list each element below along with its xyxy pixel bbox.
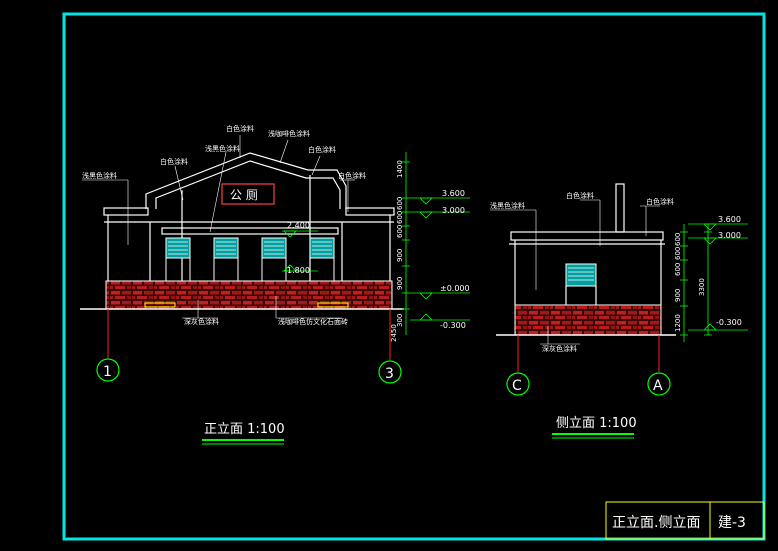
front-axis-right: 3 [385, 366, 394, 382]
vent-icon [309, 237, 335, 259]
front-dim-0: 1400 [396, 160, 404, 178]
side-dim-2: 600 [674, 263, 682, 276]
side-elev-base: -0.300 [716, 318, 742, 327]
front-cornice-right [345, 207, 395, 216]
front-dim-6: 300 [396, 314, 404, 327]
front-elev-ground: ±0.000 [440, 284, 470, 293]
label-light-green-upper: 浅黑色涂料 [205, 144, 240, 153]
title-block-sheet-number: 建-3 [718, 515, 746, 531]
side-elevation [509, 183, 665, 305]
side-axis-right: A [653, 378, 663, 394]
side-elev-eave: 3.000 [718, 231, 741, 240]
front-dim-2: 600 [396, 211, 404, 224]
side-dim-1: 600 [674, 247, 682, 260]
front-dim-4: 900 [396, 249, 404, 262]
front-dimension-lines [282, 152, 470, 335]
front-cornice-left [103, 207, 149, 216]
side-dim-3: 900 [674, 289, 682, 302]
front-leaders [82, 135, 355, 319]
front-dim-5: 900 [396, 277, 404, 290]
title-block: 正立面.侧立面 建-3 [605, 501, 765, 540]
side-elev-top: 3.600 [718, 215, 741, 224]
side-stone-plinth [514, 304, 662, 336]
front-elev-window-sill: 1.800 [287, 266, 310, 275]
side-cornice [510, 231, 664, 241]
front-elev-eave: 3.000 [442, 206, 465, 215]
side-label-light-green: 浅黑色涂料 [490, 201, 525, 210]
front-elev-window-top: 2.400 [287, 221, 310, 230]
side-label-white-mid: 白色涂料 [566, 191, 594, 200]
side-axes: C A [506, 335, 671, 396]
front-sign-box [221, 183, 275, 205]
front-elev-top: 3.600 [442, 189, 465, 198]
label-white-paint-left: 白色涂料 [160, 157, 188, 166]
front-roof-inner [155, 160, 341, 209]
side-title: 侧立面 1:100 [556, 416, 637, 431]
front-dim-7: 2450 [390, 324, 398, 342]
side-label-white-right: 白色涂料 [646, 197, 674, 206]
side-chimney [615, 183, 625, 233]
side-axis-left: C [512, 378, 522, 394]
front-elev-base: -0.300 [440, 321, 466, 330]
front-stone-plinth [105, 280, 393, 310]
vent-icon [213, 237, 239, 259]
front-roof-outline [145, 152, 347, 209]
vent-icon [165, 237, 191, 259]
label-plinth-gray: 深灰色涂料 [184, 317, 219, 326]
side-label-plinth-gray: 深灰色涂料 [542, 344, 577, 353]
side-dim-4: 1200 [674, 314, 682, 332]
front-dim-1: 600 [396, 197, 404, 210]
label-white-paint-far-right: 白色涂料 [338, 171, 366, 180]
label-white-paint-right: 白色涂料 [308, 145, 336, 154]
vent-icon [261, 237, 287, 259]
side-vent-icon [565, 263, 597, 287]
front-elevation [103, 152, 395, 281]
label-light-yellow-top: 浅咖啡色涂料 [268, 129, 310, 138]
side-dim-0: 600 [674, 233, 682, 246]
front-axes: 1 3 [96, 309, 402, 384]
side-dim-5: 3300 [698, 278, 706, 296]
label-plinth-stone: 浅咖啡色仿文化石面砖 [278, 317, 348, 326]
front-sign-text: 公 厕 [230, 188, 258, 202]
side-dimension-lines [680, 223, 748, 342]
drawing-frame [62, 12, 766, 541]
front-title: 正立面 1:100 [204, 422, 285, 437]
front-axis-left: 1 [103, 364, 112, 380]
label-light-green-left: 浅黑色涂料 [82, 171, 117, 180]
title-block-sheet-name: 正立面.侧立面 [612, 515, 700, 531]
label-white-paint-top: 白色涂料 [226, 124, 254, 133]
front-dim-3: 600 [396, 225, 404, 238]
front-vents [165, 237, 335, 281]
